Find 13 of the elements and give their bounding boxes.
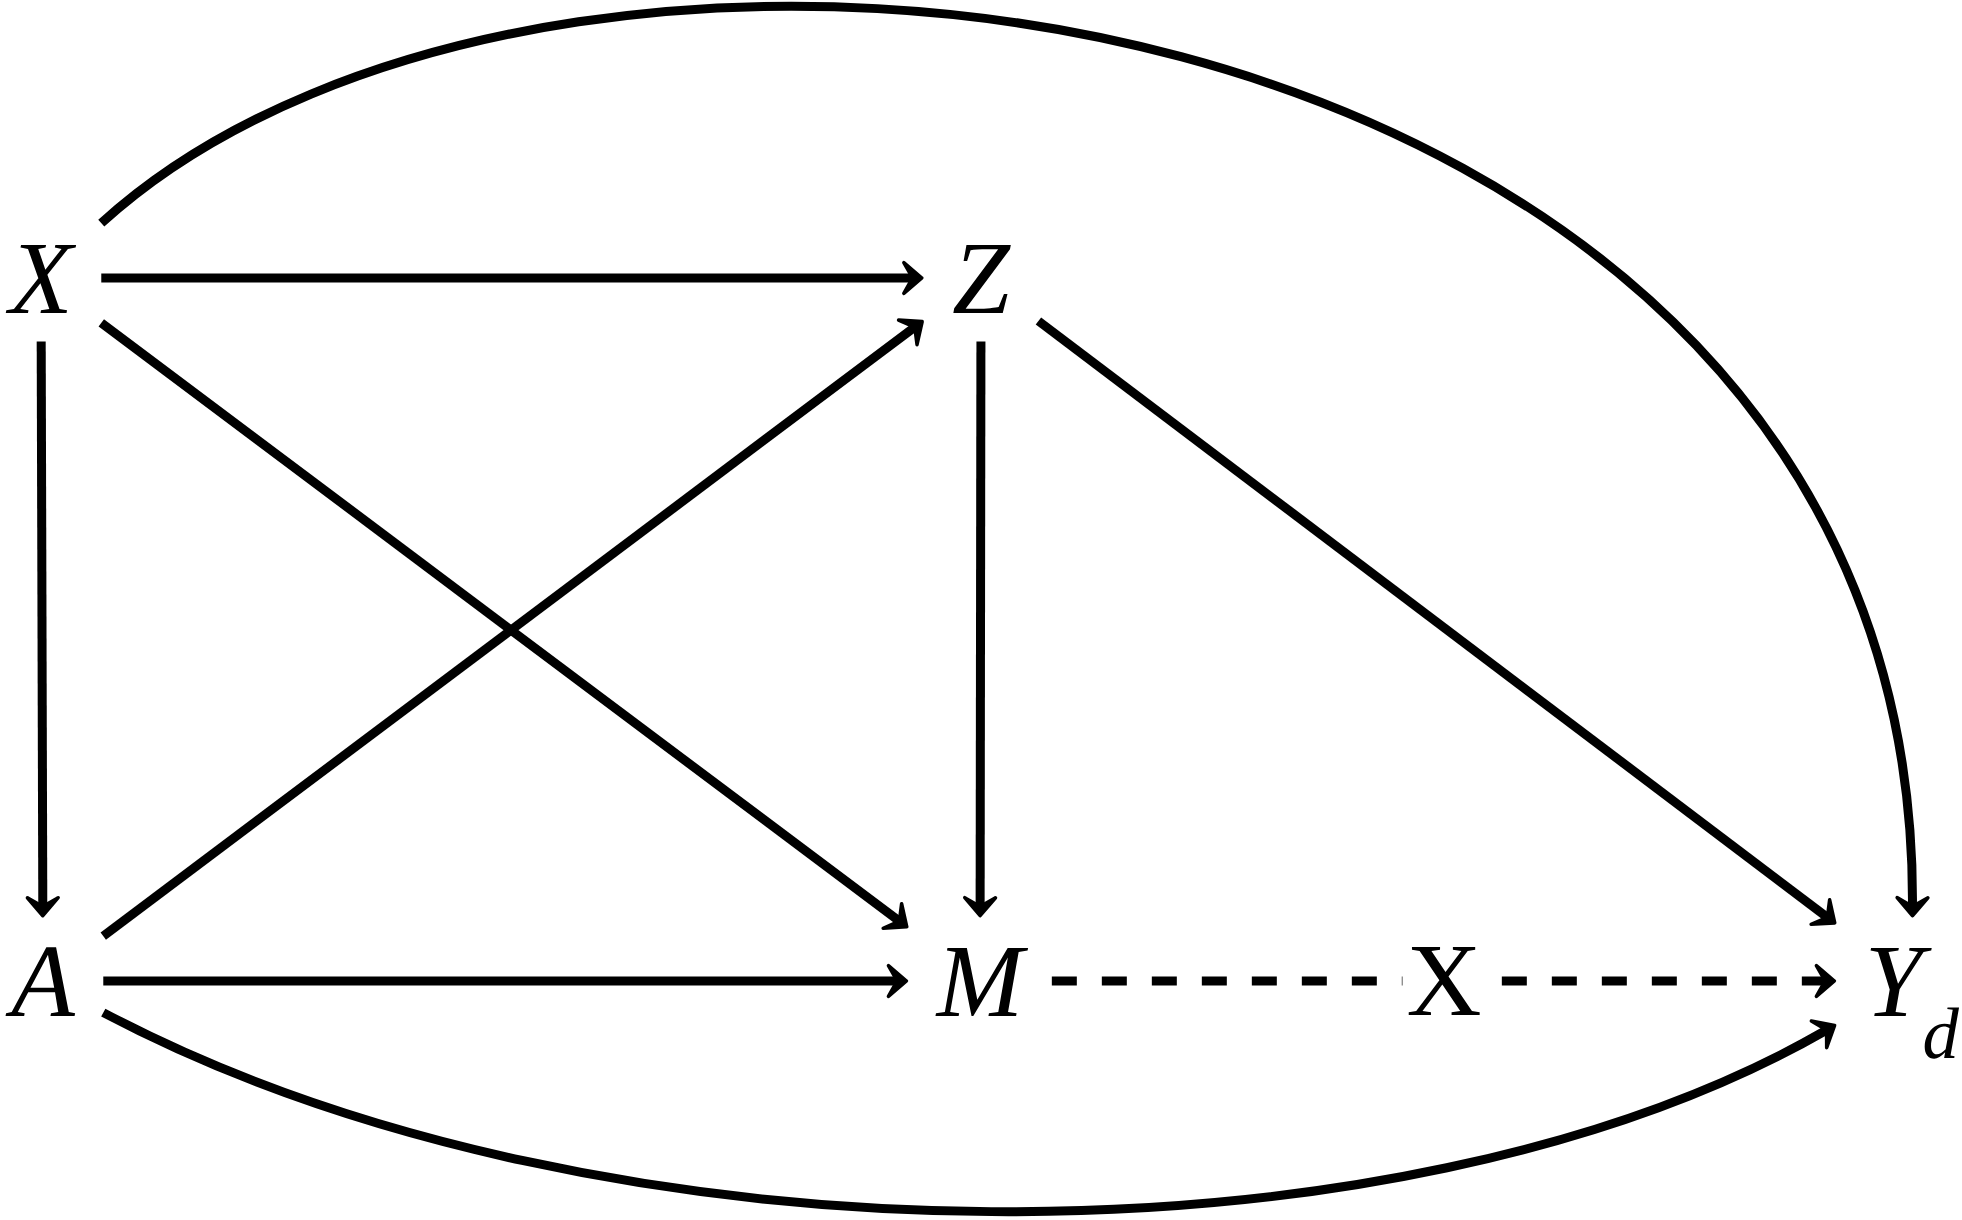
arrow xyxy=(963,341,998,918)
variable-label: Y$_{d}$ xyxy=(1870,947,1960,1059)
arrow xyxy=(1035,317,1837,927)
variable-label: M xyxy=(935,947,1029,1016)
edge-label: X xyxy=(1402,942,1486,1020)
arrow xyxy=(101,260,924,296)
variable-label: A xyxy=(5,947,76,1016)
curved-arrow xyxy=(98,2,1930,918)
variable-label: Z xyxy=(953,244,1011,313)
variable-label: X xyxy=(5,244,77,313)
arrow xyxy=(103,963,909,999)
arrow xyxy=(25,341,60,918)
curved-arrow xyxy=(101,1008,1837,1217)
